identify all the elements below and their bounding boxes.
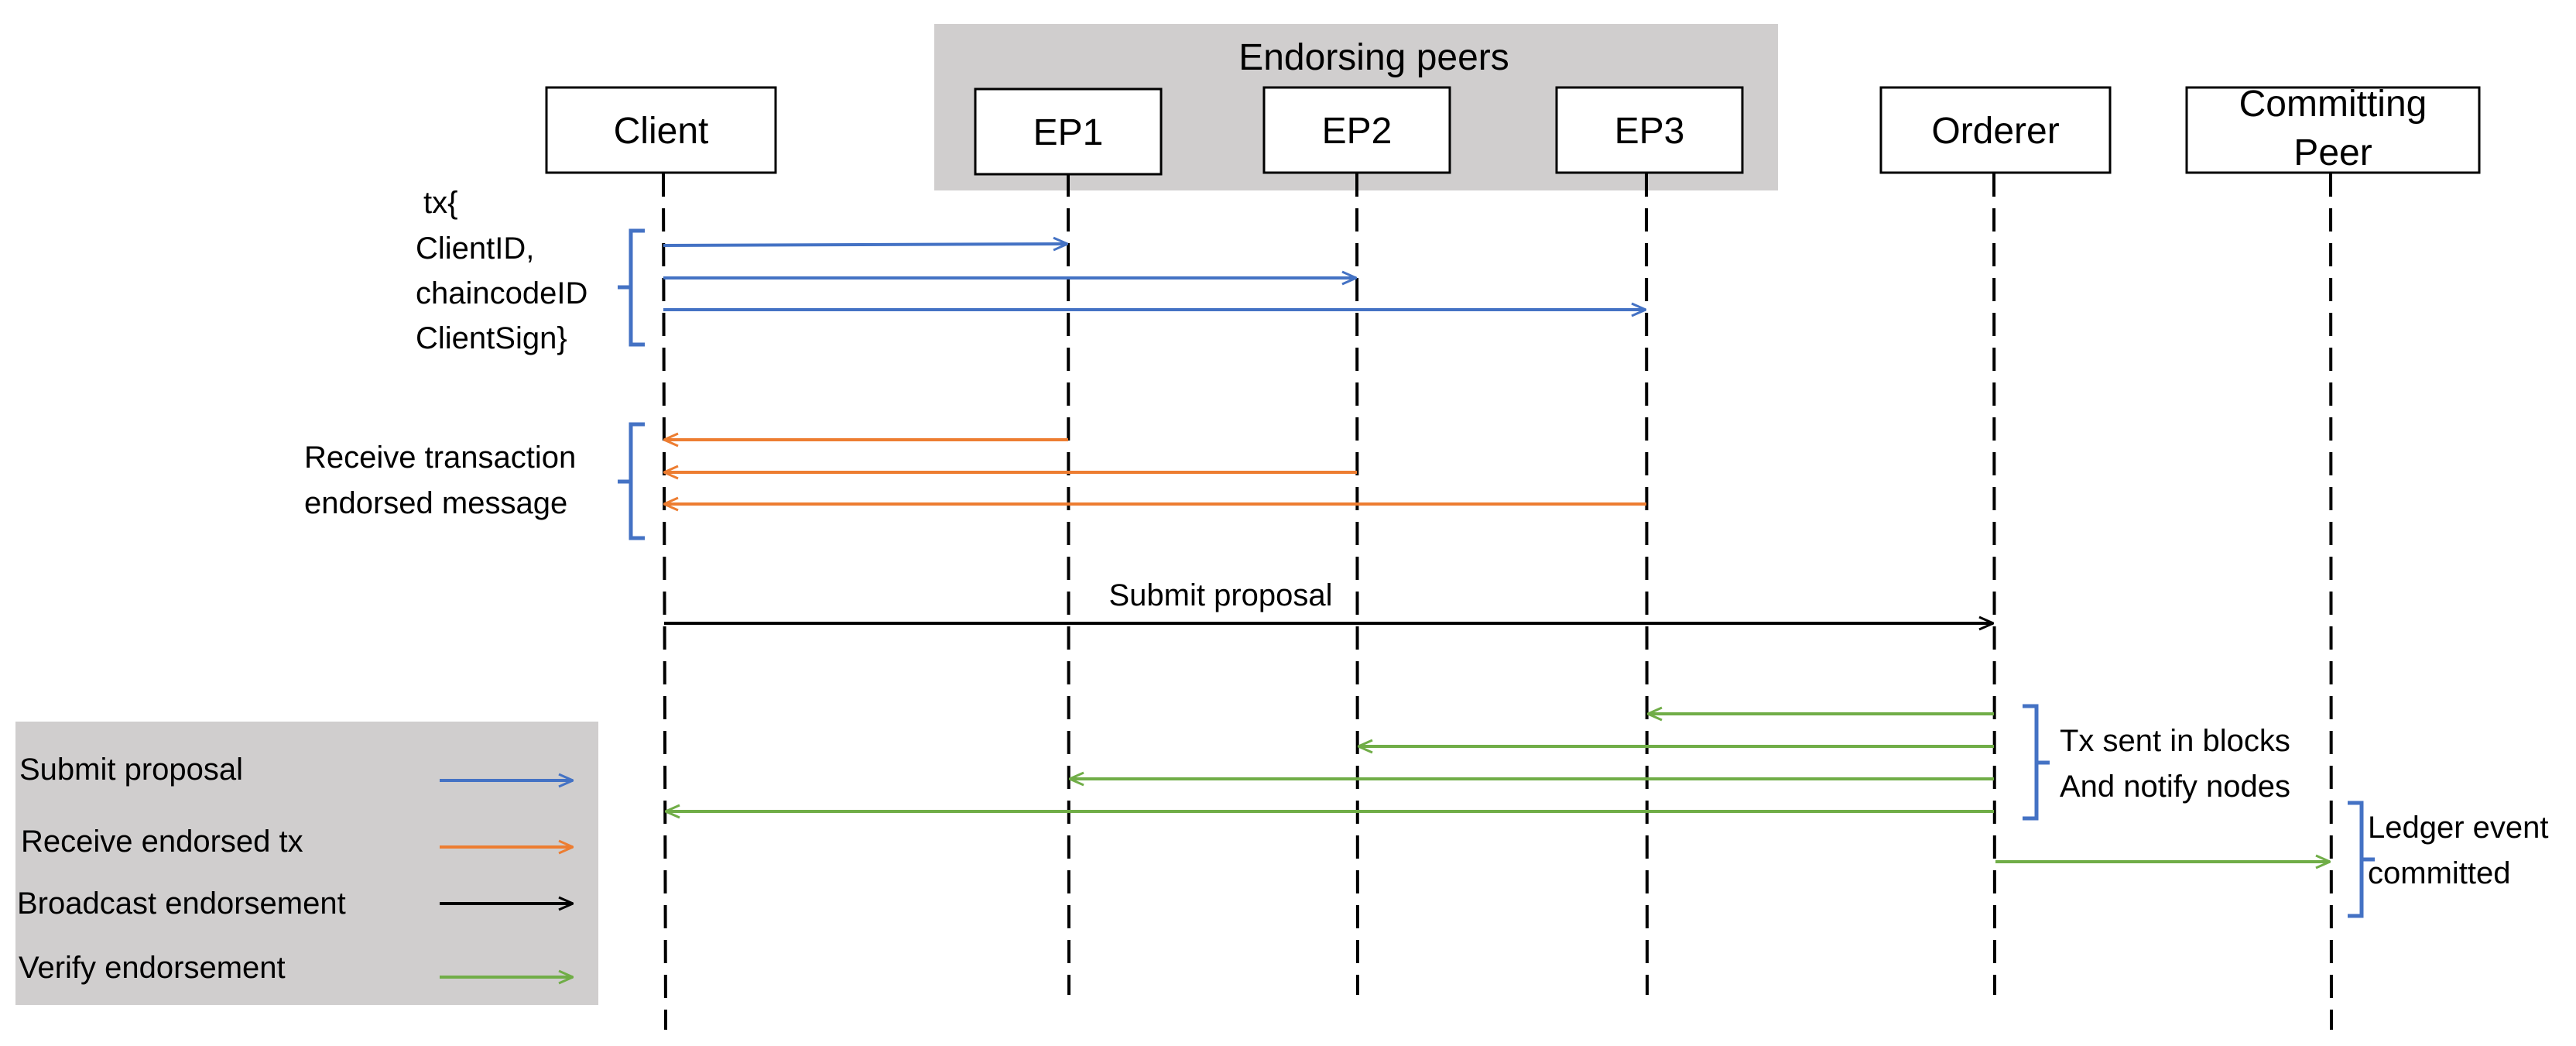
participant-orderer: Orderer: [1879, 86, 2112, 174]
legend: Submit proposal Receive endorsed tx Broa…: [15, 722, 598, 1005]
legend-box: [15, 722, 598, 1005]
tx-label-line2: ClientID,: [416, 231, 534, 266]
blocks-label-line2: And notify nodes: [2060, 770, 2290, 804]
receive-bracket: [618, 422, 645, 540]
participant-client-box: [545, 86, 777, 174]
participant-ep2-label: EP2: [1322, 111, 1392, 152]
lifeline-orderer: [1992, 173, 1996, 996]
endorsing-peers-label: Endorsing peers: [1238, 37, 1509, 78]
participant-client-label: Client: [614, 111, 709, 152]
participant-ep1: EP1: [974, 87, 1163, 176]
tx-bracket: [618, 228, 645, 347]
tx-label-line1: tx{: [423, 186, 457, 220]
participant-committing-peer-box: [2185, 86, 2481, 174]
participant-ep1-box: [974, 87, 1163, 176]
arrow-client-to-ep1: [663, 244, 1067, 245]
participant-committing-peer-label-line1: Committing: [2239, 84, 2427, 125]
participant-ep2-box: [1262, 86, 1451, 174]
participant-orderer-box: [1879, 86, 2112, 174]
verify-endorsement-arrows: [666, 714, 2330, 862]
lifeline-ep2: [1355, 173, 1359, 996]
ledger-label-line1: Ledger event: [2368, 811, 2549, 845]
participant-committing-peer: Committing Peer: [2185, 84, 2481, 174]
blocks-label-line1: Tx sent in blocks: [2060, 724, 2290, 758]
endorsed-response-arrows: [664, 440, 1646, 504]
lifeline-client: [662, 173, 667, 1031]
participant-ep3: EP3: [1555, 86, 1744, 174]
participant-ep2: EP2: [1262, 86, 1451, 174]
blocks-bracket: [2023, 704, 2050, 821]
participant-ep1-label: EP1: [1033, 112, 1104, 153]
tx-label-line3: chaincodeID: [416, 276, 587, 310]
lifelines: [662, 173, 2333, 1031]
participant-orderer-label: Orderer: [1931, 111, 2059, 152]
lifeline-ep1: [1067, 173, 1070, 996]
participant-ep3-label: EP3: [1615, 111, 1685, 152]
participant-committing-peer-label-line2: Peer: [2293, 132, 2372, 173]
legend-label-verify-endorsement: Verify endorsement: [19, 951, 286, 985]
receive-label-line2: endorsed message: [304, 486, 567, 520]
tx-label-line4: ClientSign}: [416, 321, 567, 355]
ledger-label-line2: committed: [2368, 856, 2511, 890]
ledger-bracket: [2348, 801, 2375, 918]
lifeline-ep3: [1645, 173, 1649, 996]
submit-proposal-arrows: [663, 244, 1646, 310]
receive-label-line1: Receive transaction: [304, 441, 576, 475]
legend-label-submit-proposal: Submit proposal: [19, 753, 243, 787]
participant-client: Client: [545, 86, 777, 174]
legend-label-receive-endorsed-tx: Receive endorsed tx: [21, 825, 303, 859]
submit-proposal-message-label: Submit proposal: [1108, 578, 1332, 612]
legend-label-broadcast-endorsement: Broadcast endorsement: [17, 887, 346, 921]
participant-ep3-box: [1555, 86, 1744, 174]
